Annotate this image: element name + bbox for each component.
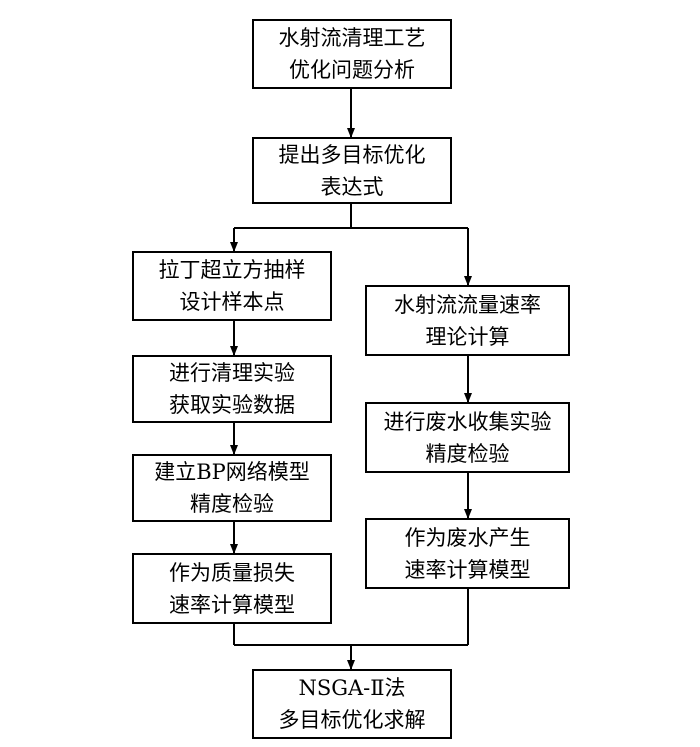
node-cleaning-experiment: 进行清理实验 获取实验数据 <box>132 355 332 423</box>
node-flow-rate-calculation: 水射流流量速率 理论计算 <box>365 285 570 356</box>
node-text-line1: 进行废水收集实验 <box>383 409 552 434</box>
node-text-line1: 水射流流量速率 <box>394 292 541 317</box>
node-text-line1: 作为质量损失 <box>169 560 295 585</box>
node-text-line2: 速率计算模型 <box>169 592 295 617</box>
node-text-line1: NSGA-Ⅱ法 <box>298 676 406 700</box>
node-text-line1: 进行清理实验 <box>169 361 295 385</box>
node-text-line2: 理论计算 <box>425 324 510 349</box>
node-text-line2: 获取实验数据 <box>169 393 295 417</box>
node-wastewater-rate-model: 作为废水产生 速率计算模型 <box>365 518 570 589</box>
node-text-line1: 提出多目标优化 <box>278 142 426 167</box>
node-text-line2: 多目标优化求解 <box>278 708 426 732</box>
node-bp-network-model: 建立BP网络模型 精度检验 <box>132 454 332 522</box>
node-text-line2: 精度检验 <box>425 441 510 466</box>
node-wastewater-experiment: 进行废水收集实验 精度检验 <box>365 402 570 473</box>
node-objective-expression: 提出多目标优化 表达式 <box>252 137 452 204</box>
node-text-line2: 速率计算模型 <box>404 557 531 582</box>
node-text-line1: 水射流清理工艺 <box>278 26 426 50</box>
node-text-line2: 精度检验 <box>190 492 274 516</box>
node-text-line1: 作为废水产生 <box>404 525 531 550</box>
node-text-line2: 优化问题分析 <box>289 58 415 82</box>
node-text-line2: 表达式 <box>320 174 384 199</box>
node-text-line1: 拉丁超立方抽样 <box>158 258 306 282</box>
node-text-line2: 设计样本点 <box>179 290 285 314</box>
node-latin-hypercube-sampling: 拉丁超立方抽样 设计样本点 <box>132 251 332 321</box>
node-problem-analysis: 水射流清理工艺 优化问题分析 <box>252 19 452 89</box>
node-mass-loss-model: 作为质量损失 速率计算模型 <box>132 553 332 624</box>
node-nsga-optimization: NSGA-Ⅱ法 多目标优化求解 <box>252 669 452 739</box>
node-text-line1: 建立BP网络模型 <box>154 460 310 484</box>
